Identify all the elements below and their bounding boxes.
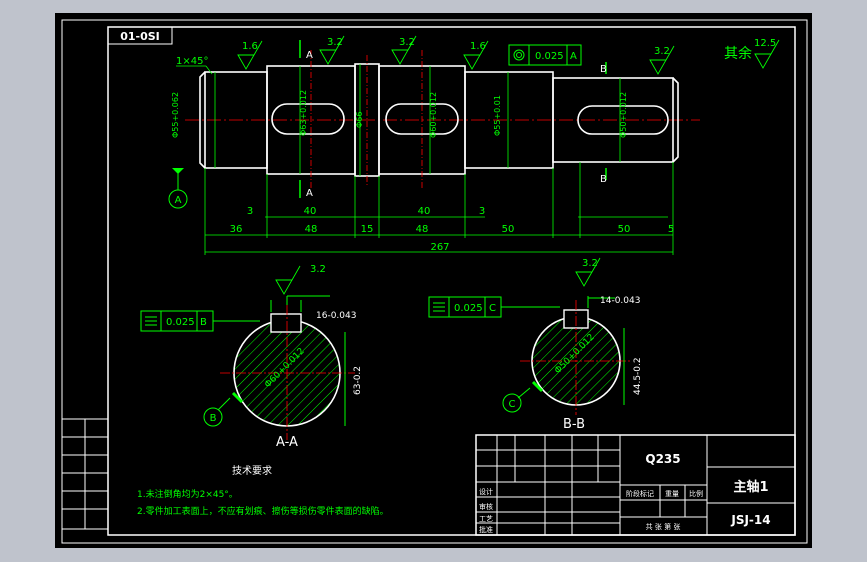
roughness-7: 3.2 [582, 258, 598, 269]
title-material: Q235 [645, 452, 680, 466]
header-tag-box [107, 26, 173, 45]
dim-row2-6: 5 [668, 224, 674, 235]
dim-row2-1: 48 [305, 224, 318, 235]
dim-row2-2: 15 [361, 224, 374, 235]
inner-border [107, 26, 796, 536]
shaft-main-view: Φ55+0.062 Φ63+0.012 Φ66 Φ60+0.012 Φ55+0.… [171, 50, 700, 190]
chamfer-note: 1×45° [176, 56, 208, 67]
dim-row2-4: 50 [502, 224, 515, 235]
datum-a-label: A [175, 195, 182, 206]
title-check: 审核 [479, 502, 493, 511]
keyway-b [577, 105, 669, 135]
roughness-6: 3.2 [310, 264, 326, 275]
datum-b-circle [203, 407, 223, 427]
section-bb-label: B-B [563, 417, 585, 432]
drawing-sheet [55, 13, 812, 548]
general-roughness-label: 其余 [724, 45, 752, 62]
title-block [475, 434, 796, 536]
depth-a-dim: 63-0.2 [353, 366, 363, 395]
tech-req-item-1: 1.未注倒角均为2×45°。 [137, 488, 238, 500]
roughness-5: 3.2 [654, 46, 670, 57]
svg-text:B: B [200, 317, 207, 328]
section-a-bottom: A [306, 188, 313, 199]
dia-label-1: Φ55+0.062 [171, 92, 180, 138]
title-drawing-no: JSJ-14 [730, 513, 770, 527]
dia-label-3: Φ66 [355, 112, 364, 128]
roughness-1: 1.6 [242, 41, 258, 52]
keyway-center [385, 103, 459, 135]
section-aa-label: A-A [276, 435, 298, 450]
revision-strip [61, 418, 109, 530]
title-stage: 阶段标记 [626, 489, 654, 498]
title-sheet: 共 张 第 张 [646, 522, 681, 531]
svg-text:C: C [489, 303, 496, 314]
outer-border [61, 19, 808, 544]
section-aa: Φ60+0.012 [220, 305, 355, 440]
title-process: 工艺 [479, 515, 493, 523]
dim-row1-2: 40 [418, 206, 431, 217]
dia-label-5: Φ55+0.01 [493, 95, 502, 136]
keyway-a [271, 103, 345, 135]
datum-c-circle [502, 393, 522, 413]
tolerance-frame-c: 0.025 C [428, 296, 560, 318]
dim-row1-3: 3 [479, 206, 485, 217]
title-scale: 比例 [689, 489, 703, 498]
svg-text:0.025: 0.025 [454, 303, 483, 314]
section-b-bottom: B [600, 174, 607, 185]
roughness-4: 1.6 [470, 41, 486, 52]
depth-b-dim: 44.5-0.2 [633, 357, 643, 395]
dim-overall: 267 [430, 242, 449, 253]
general-roughness-symbol [754, 39, 780, 69]
keyway-a-dim: 16-0.043 [316, 311, 356, 321]
svg-text:A: A [570, 51, 577, 62]
tolerance-frame-a: 0.025 A [508, 44, 582, 66]
dim-row2-3: 48 [416, 224, 429, 235]
dim-row1-0: 3 [247, 206, 253, 217]
datum-a-circle [168, 189, 188, 209]
roughness-2: 3.2 [327, 37, 343, 48]
datum-b-label: B [210, 413, 217, 424]
tech-req-item-2: 2.零件加工表面上，不应有划痕、擦伤等损伤零件表面的缺陷。 [137, 505, 389, 517]
title-approve: 批准 [479, 525, 493, 534]
title-design: 设计 [479, 487, 493, 496]
dim-row1-1: 40 [304, 206, 317, 217]
dim-row2-5: 50 [618, 224, 631, 235]
section-a-top: A [306, 50, 313, 61]
roughness-3: 3.2 [399, 37, 415, 48]
section-b-top: B [600, 64, 607, 75]
tech-req-heading: 技术要求 [232, 464, 272, 477]
dia-label-2: Φ63+0.012 [299, 90, 308, 136]
general-roughness-value: 12.5 [754, 38, 776, 49]
roughness-marks [237, 35, 675, 295]
header-tag: 01-0SI [120, 30, 160, 43]
section-bb: Φ50+0.012 [520, 300, 630, 415]
svg-text:0.025: 0.025 [166, 317, 195, 328]
dim-row2-0: 36 [230, 224, 243, 235]
tolerance-frame-b: 0.025 B [140, 310, 260, 332]
dia-label-4: Φ60+0.012 [429, 92, 438, 138]
svg-text:0.025: 0.025 [535, 51, 564, 62]
dia-label-6: Φ50+0.012 [619, 92, 628, 138]
keyway-b-dim: 14-0.043 [600, 296, 640, 306]
datum-c-label: C [509, 399, 516, 410]
title-part-name: 主轴1 [733, 479, 768, 495]
title-weight: 重量 [665, 490, 679, 498]
